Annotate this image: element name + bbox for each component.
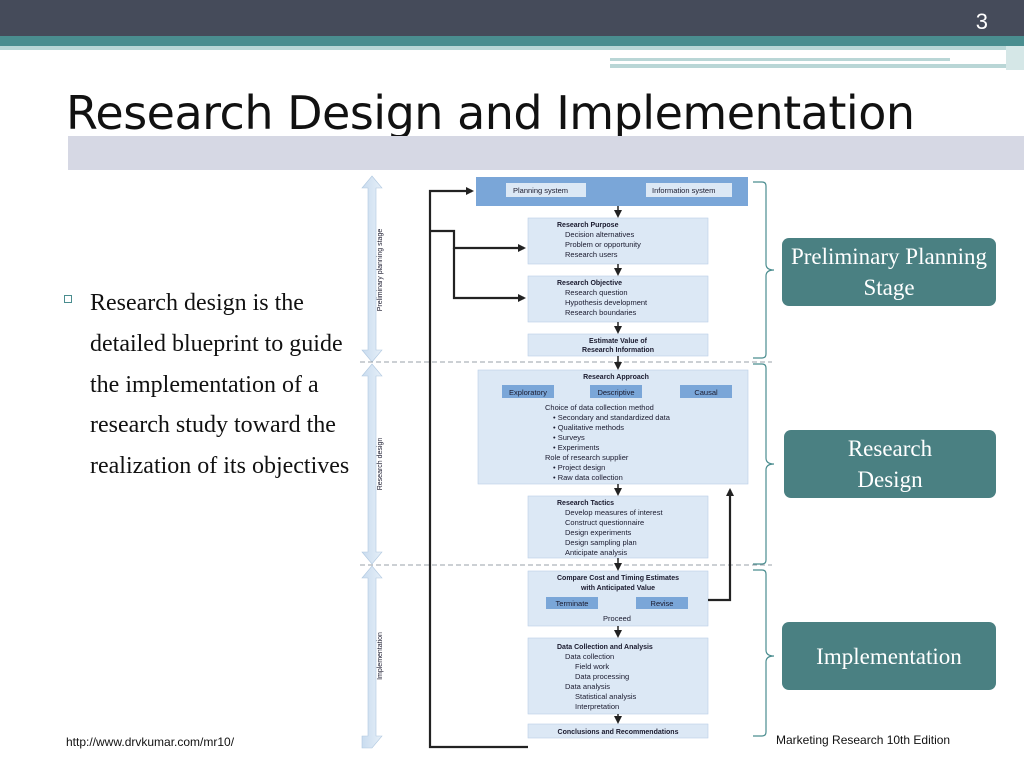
svg-text:Terminate: Terminate (556, 599, 589, 608)
compare-estimates-box: Compare Cost and Timing Estimates with A… (527, 570, 709, 627)
svg-text:Compare Cost and Timing Estima: Compare Cost and Timing Estimates (557, 575, 679, 582)
stage-indicator-preliminary: Preliminary planning stage (361, 175, 384, 363)
svg-text:Anticipate analysis: Anticipate analysis (565, 548, 627, 557)
footer-edition: Marketing Research 10th Edition (776, 733, 951, 747)
svg-text:Decision alternatives: Decision alternatives (565, 230, 634, 239)
svg-text:Research Objective: Research Objective (557, 280, 622, 287)
header-stripe (0, 36, 1024, 46)
svg-text:Causal: Causal (694, 388, 718, 397)
svg-text:Research question: Research question (565, 288, 628, 297)
header-stripe-light (0, 46, 1024, 50)
svg-text:Proceed: Proceed (603, 614, 631, 623)
research-design-stage-box: Research Design (784, 430, 996, 498)
svg-text:Develop measures of interest: Develop measures of interest (565, 508, 663, 517)
svg-text:Design sampling plan: Design sampling plan (565, 538, 637, 547)
preliminary-stage-box: Preliminary Planning Stage (782, 238, 996, 306)
svg-text:Revise: Revise (651, 599, 674, 608)
stage-indicator-implementation: Implementation (361, 565, 384, 749)
svg-text:Hypothesis development: Hypothesis development (565, 298, 648, 307)
svg-text:Role of research supplier: Role of research supplier (545, 453, 629, 462)
title-underline-bar (68, 136, 1024, 170)
svg-text:Research boundaries: Research boundaries (565, 308, 637, 317)
research-purpose-box: Research Purpose Decision alternatives P… (527, 217, 709, 265)
header-bar (0, 0, 1024, 36)
svg-text:Research Approach: Research Approach (583, 374, 649, 381)
bullet-text: Research design is the detailed blueprin… (90, 290, 350, 480)
system-bar: Planning system Information system (476, 177, 748, 206)
svg-text:Research Purpose: Research Purpose (557, 222, 619, 229)
feedback-loop-left (428, 187, 528, 749)
svg-text:Problem or opportunity: Problem or opportunity (565, 240, 641, 249)
research-approach-box: Research Approach Exploratory Descriptiv… (477, 369, 749, 485)
svg-text:Exploratory: Exploratory (509, 388, 547, 397)
implementation-stage-box: Implementation (782, 622, 996, 690)
information-system-label: Information system (652, 186, 715, 195)
data-collection-box: Data Collection and Analysis Data collec… (527, 637, 709, 715)
side-label-preliminary: Preliminary planning stage (377, 229, 384, 312)
svg-text:Descriptive: Descriptive (597, 388, 634, 397)
svg-text:Data Collection and Analysis: Data Collection and Analysis (557, 644, 653, 651)
stage-brackets (753, 181, 775, 737)
svg-text:Research Tactics: Research Tactics (557, 500, 614, 507)
svg-text:• Qualitative methods: • Qualitative methods (553, 423, 624, 432)
side-label-implementation: Implementation (377, 632, 384, 680)
bullet-square-icon (64, 295, 72, 303)
svg-text:Research Information: Research Information (582, 347, 654, 354)
svg-text:Conclusions and Recommendation: Conclusions and Recommendations (558, 729, 679, 736)
svg-text:• Secondary and standardized d: • Secondary and standardized data (553, 413, 671, 422)
stage-indicator-research-design: Research design (361, 363, 384, 565)
planning-system-label: Planning system (513, 186, 568, 195)
slide-number: 3 (975, 9, 988, 34)
svg-text:Data collection: Data collection (565, 652, 614, 661)
svg-text:Interpretation: Interpretation (575, 702, 619, 711)
header-accent-line (610, 58, 950, 61)
svg-text:Data processing: Data processing (575, 672, 629, 681)
svg-text:Estimate Value of: Estimate Value of (589, 338, 648, 345)
svg-text:Choice of data collection meth: Choice of data collection method (545, 403, 654, 412)
research-process-diagram: Preliminary planning stage Research desi… (360, 175, 772, 749)
svg-text:• Experiments: • Experiments (553, 443, 600, 452)
estimate-value-box: Estimate Value of Research Information (527, 333, 709, 357)
footer-url: http://www.drvkumar.com/mr10/ (66, 735, 235, 749)
research-objective-box: Research Objective Research question Hyp… (527, 275, 709, 323)
svg-text:Field work: Field work (575, 662, 609, 671)
slide-title: Research Design and Implementation (66, 86, 915, 140)
svg-text:Design experiments: Design experiments (565, 528, 632, 537)
conclusions-box: Conclusions and Recommendations (527, 723, 709, 739)
svg-text:• Raw data collection: • Raw data collection (553, 473, 623, 482)
svg-text:Construct questionnaire: Construct questionnaire (565, 518, 644, 527)
revise-loop (708, 488, 734, 602)
research-tactics-box: Research Tactics Develop measures of int… (527, 495, 709, 559)
svg-text:Research users: Research users (565, 250, 618, 259)
svg-text:• Surveys: • Surveys (553, 433, 585, 442)
svg-text:• Project design: • Project design (553, 463, 605, 472)
header-accent-block (1006, 46, 1024, 70)
svg-text:with Anticipated Value: with Anticipated Value (580, 585, 655, 592)
svg-text:Statistical analysis: Statistical analysis (575, 692, 637, 701)
side-label-research-design: Research design (377, 438, 384, 491)
svg-text:Data analysis: Data analysis (565, 682, 610, 691)
header-accent-line (610, 64, 1010, 68)
